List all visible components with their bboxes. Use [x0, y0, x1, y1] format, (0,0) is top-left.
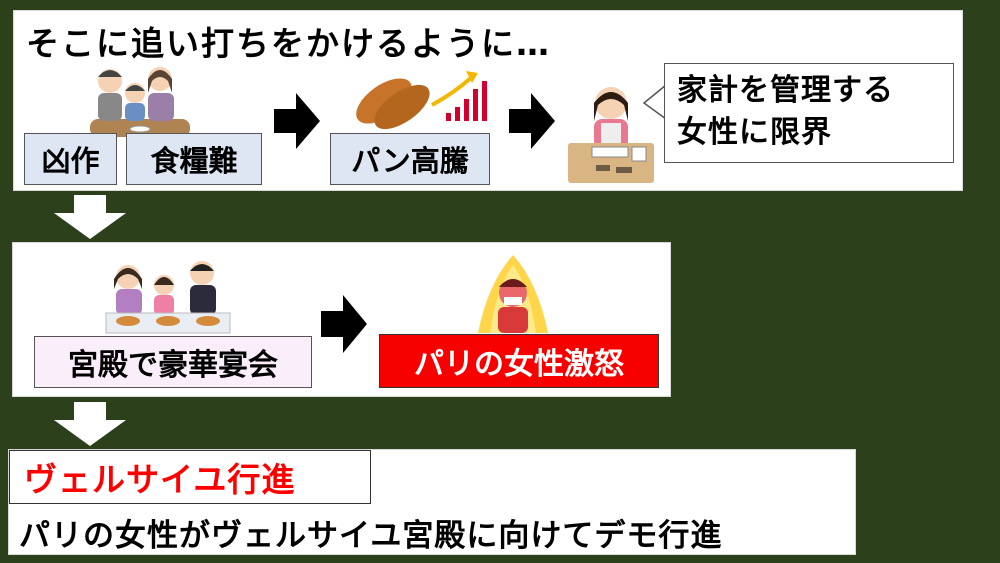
versailles-march-description: パリの女性がヴェルサイユ宮殿に向けてデモ行進 [19, 518, 723, 554]
angry-woman-illustration [478, 255, 548, 333]
struggling-family-illustration [90, 67, 190, 137]
step2-panel: 宮殿で豪華宴会 パリの女性激怒 [12, 242, 671, 397]
speech-line-2: 女性に限界 [677, 115, 832, 150]
bread-price-illustration [356, 71, 487, 130]
step1-panel: そこに追い打ちをかけるように… 凶作 食糧難 パン高騰 [13, 10, 963, 191]
step3-panel: ヴェルサイユ行進 パリの女性がヴェルサイユ宮殿に向けてデモ行進 [8, 449, 856, 555]
step1-title: そこに追い打ちをかけるように… [26, 24, 551, 63]
palace-banquet-illustration [105, 261, 231, 334]
speech-bubble: 家計を管理する 女性に限界 [664, 63, 954, 163]
down-arrow-icon [54, 402, 126, 446]
versailles-march-title: ヴェルサイユ行進 [9, 450, 371, 504]
label-bread-price-surge: パン高騰 [330, 133, 490, 185]
label-bad-harvest: 凶作 [24, 133, 117, 185]
speech-line-1: 家計を管理する [677, 73, 894, 108]
down-arrow-icon [54, 195, 126, 239]
label-paris-women-rage: パリの女性激怒 [379, 334, 659, 388]
woman-budgeting-illustration [568, 87, 654, 183]
label-food-shortage: 食糧難 [126, 133, 262, 185]
label-palace-banquet: 宮殿で豪華宴会 [34, 336, 312, 388]
